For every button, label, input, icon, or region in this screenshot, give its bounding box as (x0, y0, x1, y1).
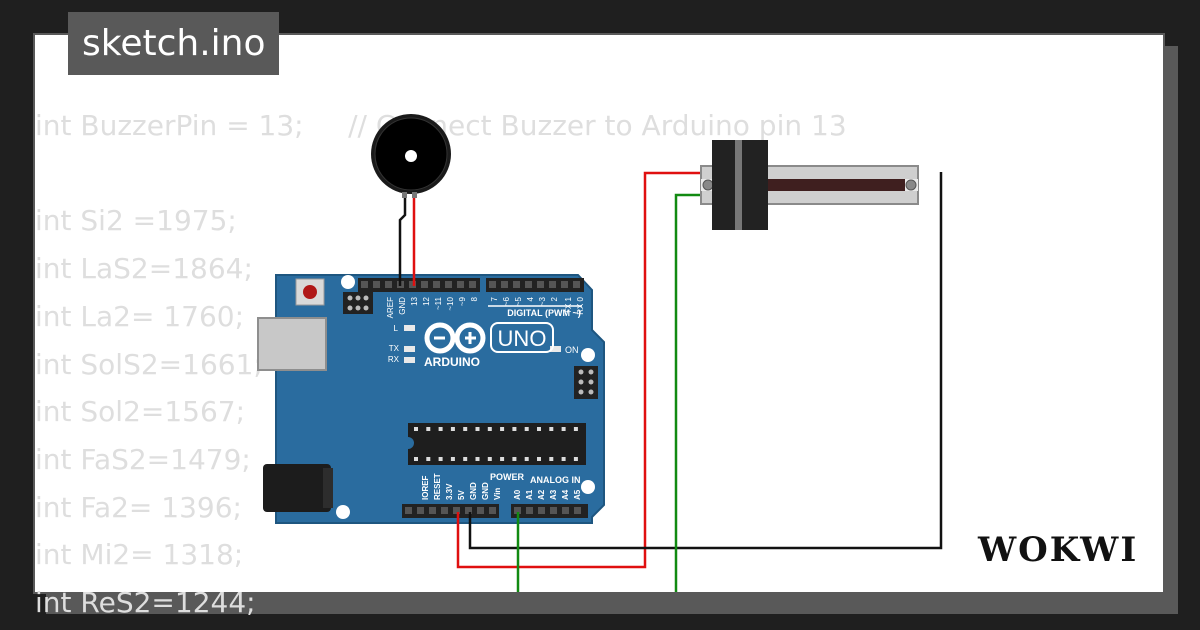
pin-label: A2 (537, 489, 546, 500)
pin-label: A3 (549, 489, 558, 500)
reset-button-cap[interactable] (303, 285, 317, 299)
code-line: int LaS2=1864; (35, 252, 253, 286)
pin-label: 12 (422, 296, 431, 305)
board-brand: ARDUINO (424, 355, 480, 369)
digital-header-right[interactable] (486, 278, 584, 292)
power-header[interactable] (402, 504, 499, 518)
pin-label: GND (481, 482, 490, 500)
pin-label: GND (469, 482, 478, 500)
icsp-header (343, 292, 373, 314)
board-model: UNO (498, 326, 547, 351)
led-on-label: ON (565, 345, 579, 355)
pin-label: 2 (550, 296, 559, 301)
led-tx-label: TX (389, 344, 400, 353)
pin-label: A5 (573, 489, 582, 500)
pin-label: A1 (525, 489, 534, 500)
pin-label: RESET (433, 473, 442, 500)
pin-label: 8 (470, 296, 479, 301)
usb-port[interactable] (257, 317, 327, 371)
pin-label: ~3 (538, 296, 547, 306)
pin-label: 3.3V (445, 483, 454, 500)
code-line: int SolS2=1661; (35, 347, 263, 381)
led-tx (404, 346, 415, 352)
code-line: int Si2 =1975; (35, 204, 237, 238)
led-on (550, 346, 561, 352)
code-line: int Mi2= 1318; (35, 538, 244, 572)
pin-label: A0 (513, 489, 522, 500)
pin-label: ~10 (446, 296, 455, 310)
uno-badge (490, 322, 554, 353)
pin-label: 7 (490, 296, 499, 301)
pin-label: ~9 (458, 296, 467, 306)
pin-label: Vin (493, 488, 502, 500)
slide-potentiometer-icon[interactable] (700, 140, 919, 230)
pin-label: ~5 (514, 296, 523, 306)
digital-header-label: DIGITAL (PWM ~) (507, 308, 580, 318)
wire-buzzer-black (398, 197, 407, 286)
arduino-infinity-icon (424, 322, 486, 354)
pin-label: ~6 (502, 296, 511, 306)
code-line: int BuzzerPin = 13; // Connect Buzzer to… (35, 109, 847, 142)
pin-label: GND (398, 297, 407, 315)
wire-pot-green (674, 193, 701, 592)
power-jack-rim (323, 468, 333, 508)
mount-hole (341, 275, 355, 289)
wokwi-logo: WOKWI (978, 530, 1139, 570)
pin-label: ~11 (434, 296, 443, 310)
pin-label: A4 (561, 489, 570, 500)
wire-5v-red (456, 171, 701, 569)
mount-hole (581, 348, 595, 362)
file-title: sketch.ino (68, 12, 280, 75)
mount-hole (581, 480, 595, 494)
buzzer-icon[interactable] (371, 114, 451, 198)
pin-label: 5V (457, 490, 466, 500)
icsp-header-right (574, 366, 598, 399)
pin-label: IOREF (421, 475, 430, 500)
pin-label: 13 (410, 296, 419, 305)
wire-gnd-black (468, 172, 943, 550)
power-header-label: POWER (490, 472, 525, 482)
code-line: int La2= 1760; (35, 299, 245, 333)
pin-label: 4 (526, 296, 535, 301)
analog-header-label: ANALOG IN (530, 475, 581, 485)
led-rx-label: RX (388, 355, 400, 364)
led-l (404, 325, 415, 331)
power-jack[interactable] (263, 464, 331, 512)
atmega-chip (408, 423, 586, 465)
code-line: int Fa2= 1396; (35, 490, 242, 524)
pin-label: TX 1 (564, 296, 573, 313)
led-l-label: L (394, 324, 399, 333)
code-line: int FaS2=1479; (35, 442, 251, 476)
pin-label: AREF (386, 297, 395, 318)
wires (398, 171, 943, 592)
led-rx (404, 357, 415, 363)
code-line: int ReS2=1244; (35, 586, 256, 619)
code-line: int Sol2=1567; (35, 395, 246, 429)
mount-hole (336, 505, 350, 519)
